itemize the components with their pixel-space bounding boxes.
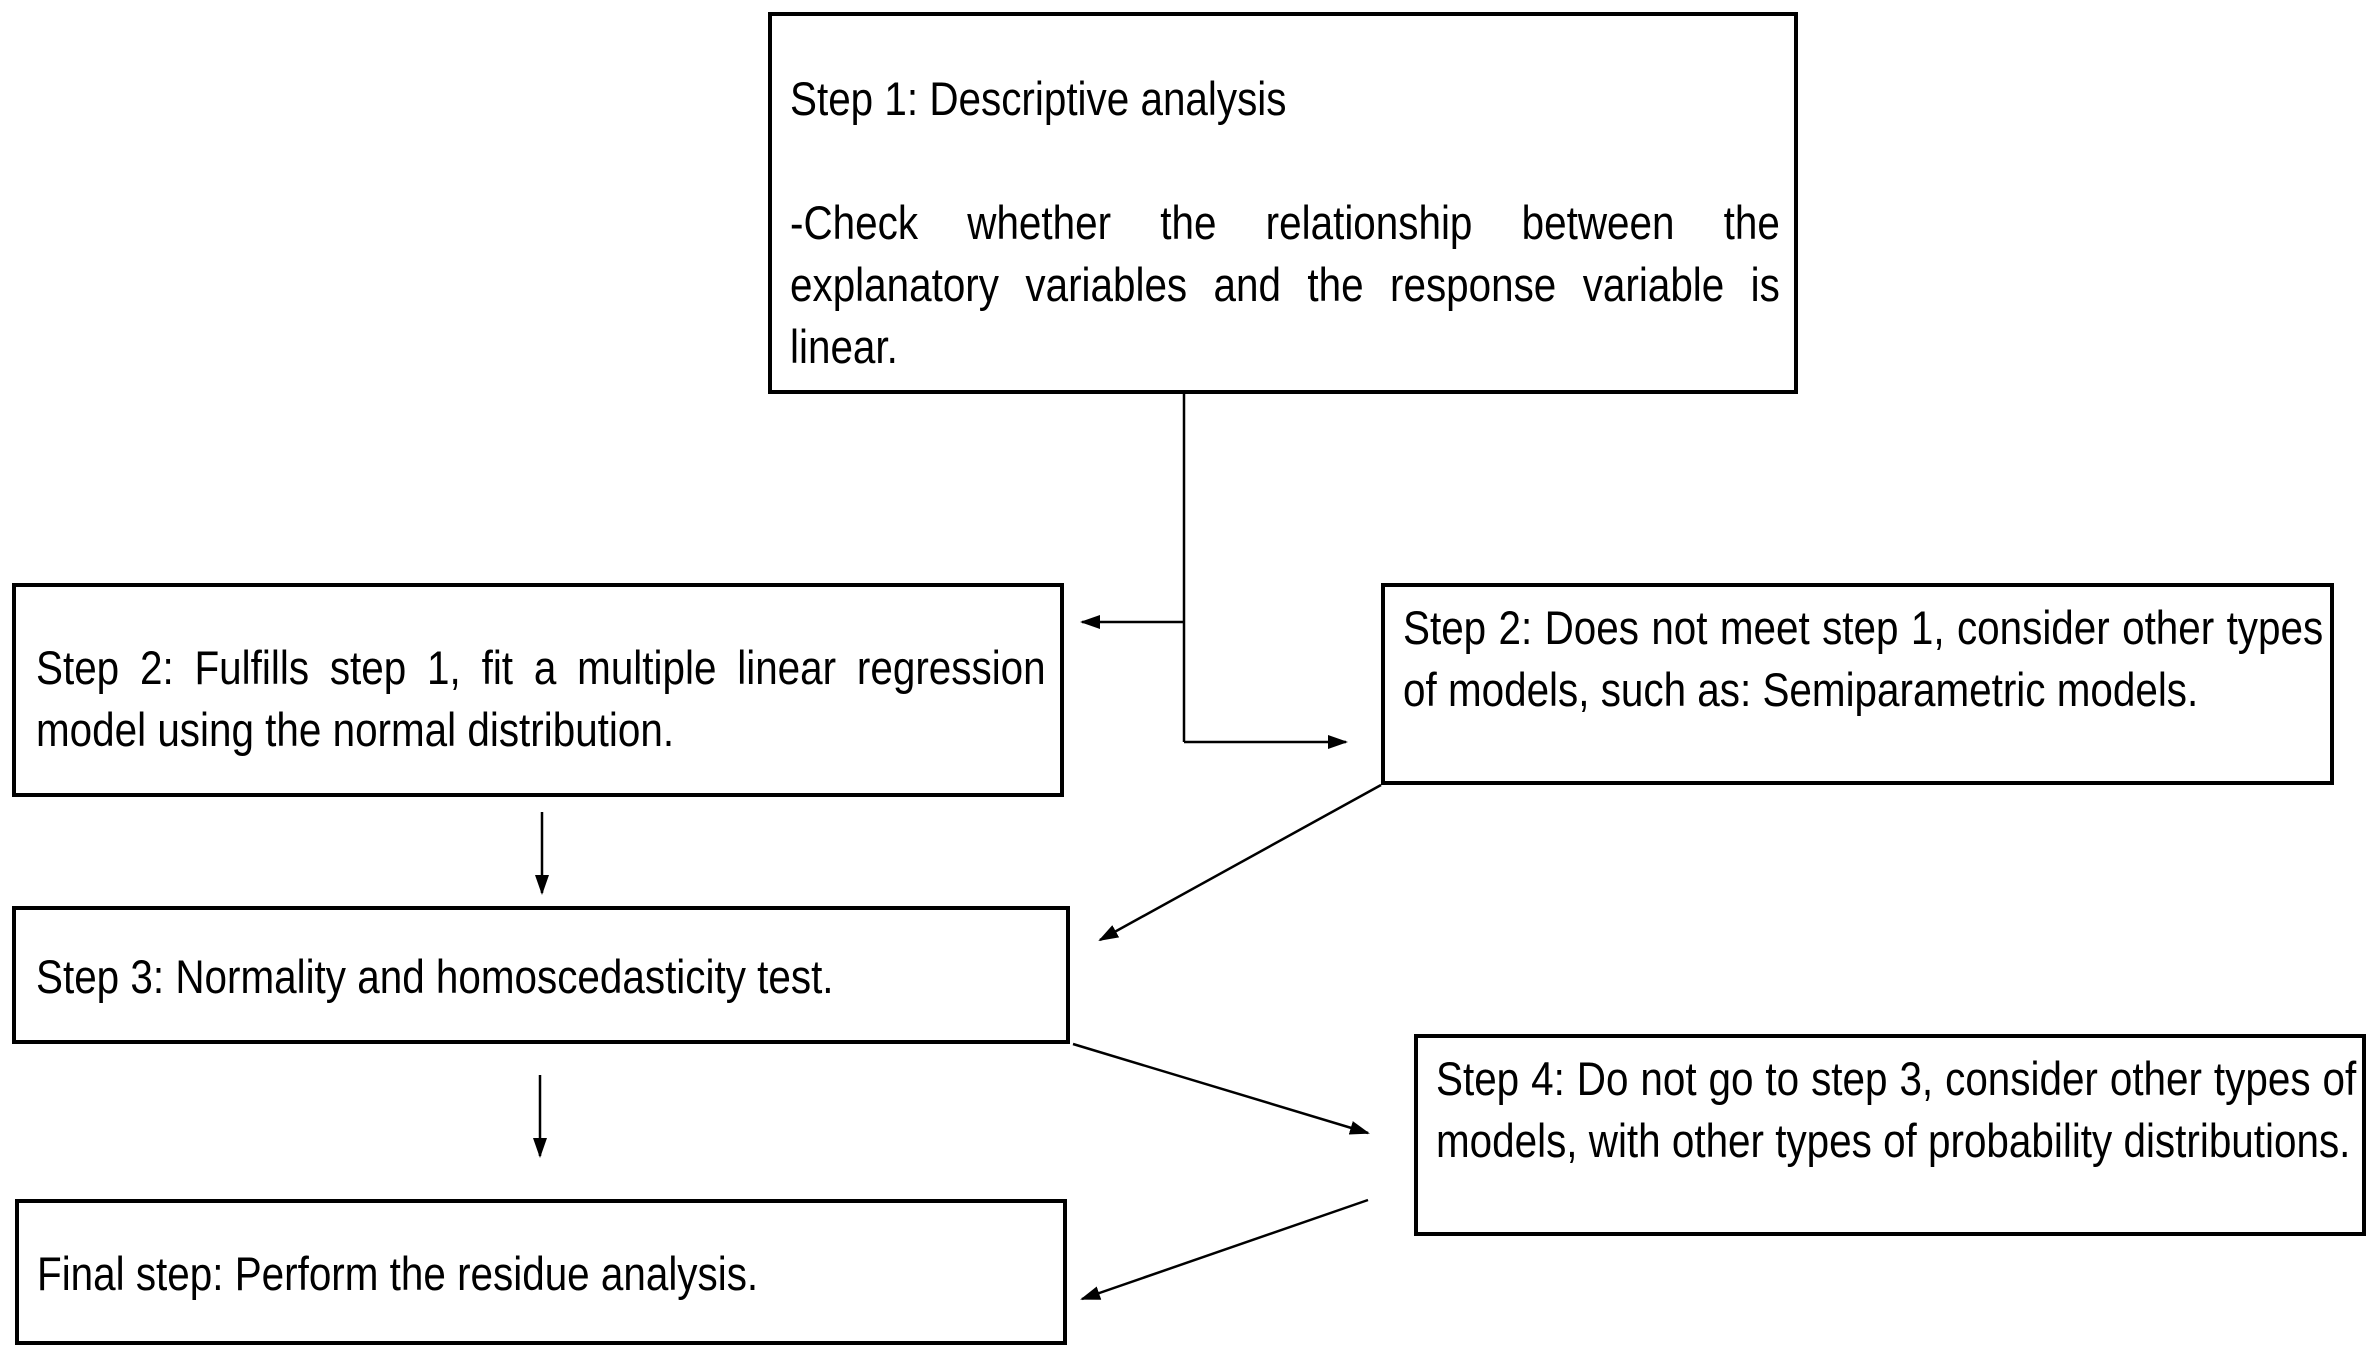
step2-fulfills-text: Step 2: Fulfills step 1, fit a multiple …	[36, 641, 1046, 756]
step4-text: Step 4: Do not go to step 3, consider ot…	[1436, 1052, 2357, 1167]
step2-fulfills-box: Step 2: Fulfills step 1, fit a multiple …	[12, 583, 1064, 797]
step1-body: -Check whether the relationship between …	[790, 196, 1780, 373]
step2-not-meet-text: Step 2: Does not meet step 1, consider o…	[1403, 601, 2324, 716]
final-step-box: Final step: Perform the residue analysis…	[15, 1199, 1067, 1345]
step3-box: Step 3: Normality and homoscedasticity t…	[12, 906, 1070, 1044]
arrow-step2-not-meet-to-step3	[1098, 783, 1382, 942]
step2-not-meet-box: Step 2: Does not meet step 1, consider o…	[1381, 583, 2334, 785]
final-step-text: Final step: Perform the residue analysis…	[37, 1247, 759, 1300]
step1-box: Step 1: Descriptive analysis -Check whet…	[768, 12, 1798, 394]
step1-text: Step 1: Descriptive analysis -Check whet…	[790, 68, 1780, 378]
arrow-step4-to-final	[1080, 1198, 1369, 1301]
step3-text: Step 3: Normality and homoscedasticity t…	[36, 950, 834, 1003]
arrow-step3-to-step4	[1072, 1042, 1370, 1135]
step4-box: Step 4: Do not go to step 3, consider ot…	[1414, 1034, 2366, 1236]
step1-title: Step 1: Descriptive analysis	[790, 72, 1287, 125]
